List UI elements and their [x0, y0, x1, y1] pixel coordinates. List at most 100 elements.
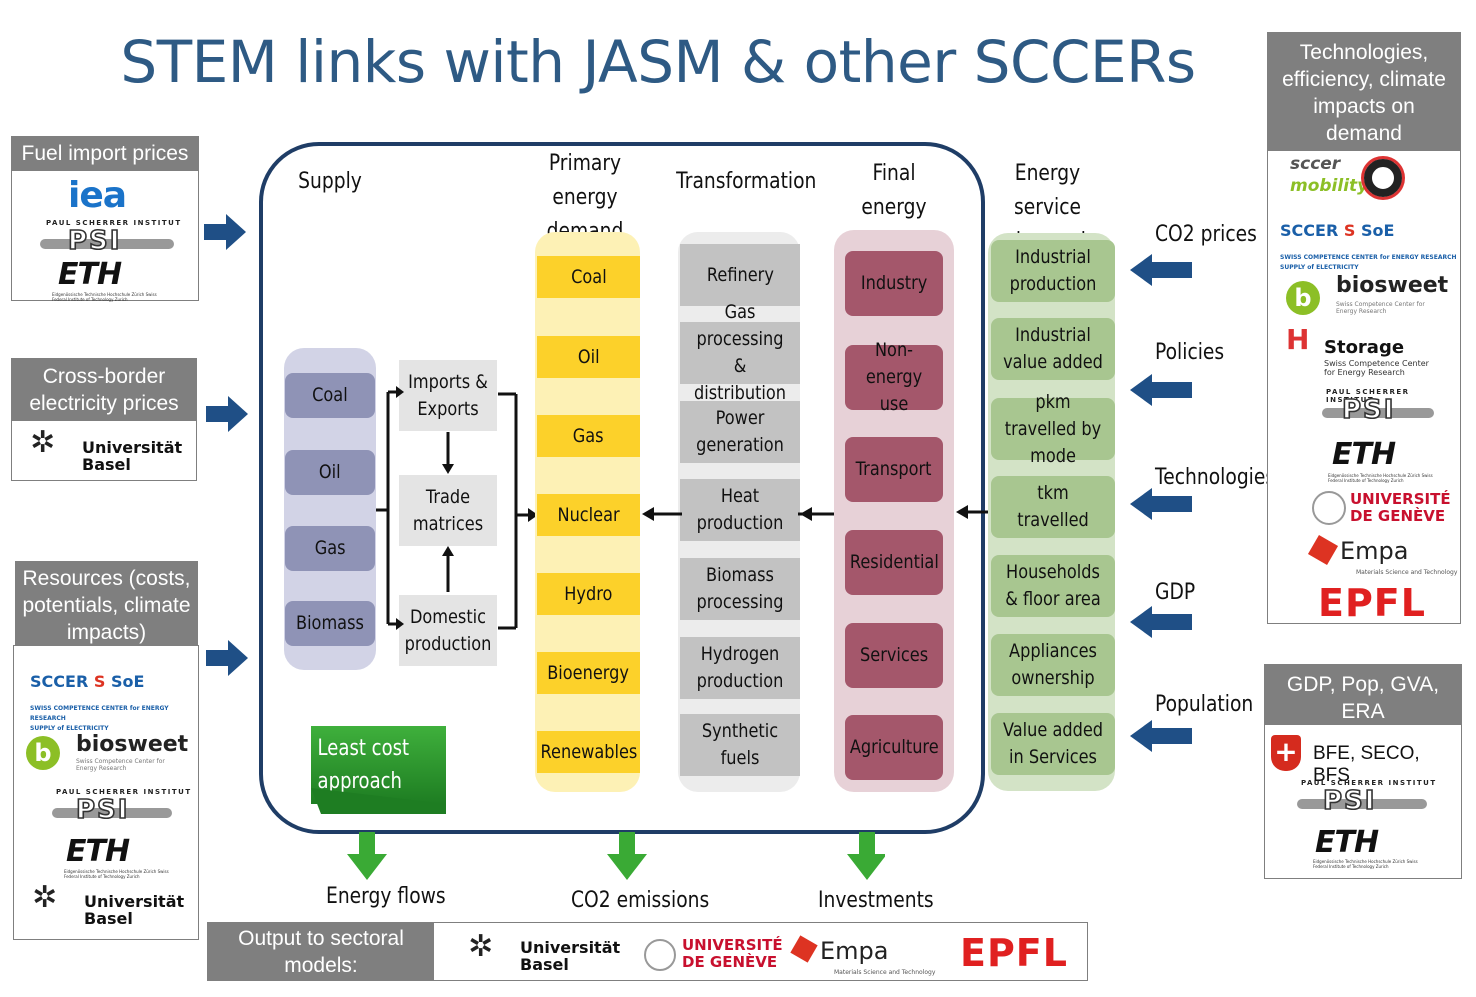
sccer-s-icon: S	[93, 672, 106, 691]
trade-domestic-label: Domestic production	[404, 605, 492, 655]
eth-logo-caption: Eidgenössische Technische Hochschule Zür…	[52, 292, 157, 302]
mobility-wheel-icon	[1364, 159, 1402, 197]
trade-imports-exports: Imports & Exports	[399, 360, 497, 431]
soe-text: SoE	[1360, 221, 1395, 240]
unige-seal-icon	[644, 939, 676, 971]
sccer-caption-1: SWISS COMPETENCE CENTER for ENERGY RESEA…	[1280, 254, 1457, 261]
page-title: STEM links with JASM & other SCCERs	[120, 28, 1196, 96]
sccer-soe-caption: SWISS COMPETENCE CENTER for ENERGY RESEA…	[1280, 253, 1457, 273]
gdp-pop-header: GDP, Pop, GVA, ERA	[1265, 665, 1461, 725]
eth-logo-caption: Eidgenössische Technische Hochschule Zür…	[64, 869, 169, 879]
transformation-refinery-label: Refinery	[706, 263, 774, 286]
primary-gas-label: Gas	[573, 424, 604, 447]
driver-co2: CO2 prices	[1155, 222, 1257, 247]
storage-caption: Swiss Competence Center for Energy Resea…	[1324, 359, 1429, 377]
unige-line1: UNIVERSITÉ	[1350, 490, 1451, 508]
basel-logo-line2: Basel	[520, 955, 569, 974]
biosweet-icon: b	[26, 736, 60, 770]
storage-h-icon: H	[1286, 323, 1310, 356]
eth-logo: ETH	[1315, 825, 1379, 860]
transformation-power-label: Power generation	[696, 407, 784, 456]
transformation-header: Transformation	[676, 169, 817, 194]
sccer-soe-caption: SWISS COMPETENCE CENTER for ENERGY RESEA…	[30, 704, 198, 734]
fuel-import-box: Fuel import prices iea PAUL SCHERRER INS…	[11, 136, 199, 302]
least-cost-fold	[311, 788, 446, 814]
basel-logo-line2: Basel	[84, 909, 133, 928]
eth-logo: ETH	[66, 834, 130, 869]
primary-renewables-label: Renewables	[540, 740, 637, 763]
psi-logo-bar	[52, 808, 172, 818]
driver-technologies: Technologies	[1155, 465, 1276, 490]
transformation-gas-label: Gas processing & distribution	[693, 301, 787, 404]
arrow-to-matrices-icon	[442, 464, 454, 474]
service-industrial-production: Industrial production	[991, 240, 1115, 302]
sccer-text: SCCER	[1280, 221, 1339, 240]
primary-nuclear-label: Nuclear	[557, 503, 620, 526]
arrow-supply-domestic-icon	[396, 618, 404, 630]
psi-logo-bar	[1322, 408, 1434, 418]
output-energy-flows: Energy flows	[326, 884, 446, 909]
psi-logo-caption: PAUL SCHERRER INSTITUT	[46, 219, 182, 227]
basel-snowflake-icon: ✲	[32, 880, 58, 915]
epfl-logo: EPFL	[1318, 581, 1426, 625]
biosweet-caption: Swiss Competence Center for Energy Resea…	[1336, 301, 1425, 315]
supply-coal: Coal	[285, 373, 375, 418]
final-transport: Transport	[845, 437, 943, 502]
primary-coal-label: Coal	[570, 265, 607, 288]
primary-bioenergy-label: Bioenergy	[547, 661, 630, 684]
service-industrial-value-label: Industrial value added	[1003, 324, 1103, 373]
transformation-synfuels: Synthetic fuels	[680, 714, 800, 776]
basel-logo-line1: Universität	[82, 438, 183, 457]
service-value-added: Value added in Services	[991, 713, 1115, 775]
service-industrial-value: Industrial value added	[991, 318, 1115, 380]
eth-logo-caption: Eidgenössische Technische Hochschule Zür…	[1328, 473, 1433, 483]
trade-domestic: Domestic production	[399, 595, 497, 666]
driver-gdp: GDP	[1155, 580, 1196, 605]
psi-logo: PSI	[1322, 785, 1377, 817]
mobility-logo: sccer mobility	[1290, 153, 1368, 197]
trade-matrices-label: Trade matrices	[412, 485, 484, 535]
supply-biomass-label: Biomass	[296, 612, 364, 634]
arrow-fuel-icon	[204, 214, 246, 250]
output-arrows	[347, 832, 885, 880]
sccer-caption-1: SWISS COMPETENCE CENTER for ENERGY RESEA…	[30, 705, 169, 722]
final-agriculture: Agriculture	[845, 715, 943, 780]
psi-logo-caption: PAUL SCHERRER INSTITUT	[1326, 388, 1410, 404]
supply-biomass: Biomass	[285, 601, 375, 646]
final-non-energy-label: Non-energy use	[865, 339, 923, 415]
output-investments: Investments	[818, 888, 934, 913]
eth-logo-caption: Eidgenössische Technische Hochschule Zür…	[1313, 859, 1418, 869]
supply-gas-label: Gas	[314, 537, 346, 559]
biosweet-logo: biosweet	[76, 732, 189, 757]
final-services-label: Services	[859, 644, 929, 666]
sccer-caption-2: SUPPLY of ELECTRICITY	[1280, 264, 1359, 271]
driver-policies: Policies	[1155, 340, 1225, 365]
supply-oil-label: Oil	[319, 461, 341, 483]
arrow-population-icon	[1130, 720, 1192, 752]
arrow-to-final-from-service-icon	[956, 505, 968, 519]
service-pkm-label: pkm travelled by mode	[1004, 390, 1102, 467]
basel-logo-line1: Universität	[520, 938, 621, 957]
empa-logo: Empa	[1340, 537, 1409, 565]
final-transport-label: Transport	[856, 458, 932, 480]
service-pkm: pkm travelled by mode	[991, 391, 1115, 467]
technologies-header: Technologies, efficiency, climate impact…	[1268, 33, 1460, 151]
sccer-soe-logo: SCCER S SoE	[30, 672, 144, 691]
biosweet-icon: b	[1286, 281, 1320, 315]
final-non-energy: Non-energy use	[845, 339, 943, 415]
bfe-seco-bfs-text: BFE, SECO, BFS	[1313, 743, 1420, 786]
arrow-resources-icon	[206, 640, 248, 676]
final-services: Services	[845, 623, 943, 688]
driver-arrows	[1130, 254, 1192, 752]
unige-seal-icon	[1312, 491, 1346, 525]
arrow-to-primary-from-transformation-icon	[642, 507, 654, 521]
empa-cube-icon	[790, 935, 818, 963]
service-value-added-label: Value added in Services	[1002, 719, 1104, 768]
transformation-heat: Heat production	[680, 479, 800, 541]
sccer-soe-logo: SCCER S SoE	[1280, 221, 1394, 240]
mobility-line2: mobility	[1290, 176, 1369, 196]
fuel-import-header: Fuel import prices	[12, 137, 198, 171]
service-tkm: tkm travelled	[991, 476, 1115, 538]
service-industrial-production-label: Industrial production	[1009, 246, 1097, 295]
